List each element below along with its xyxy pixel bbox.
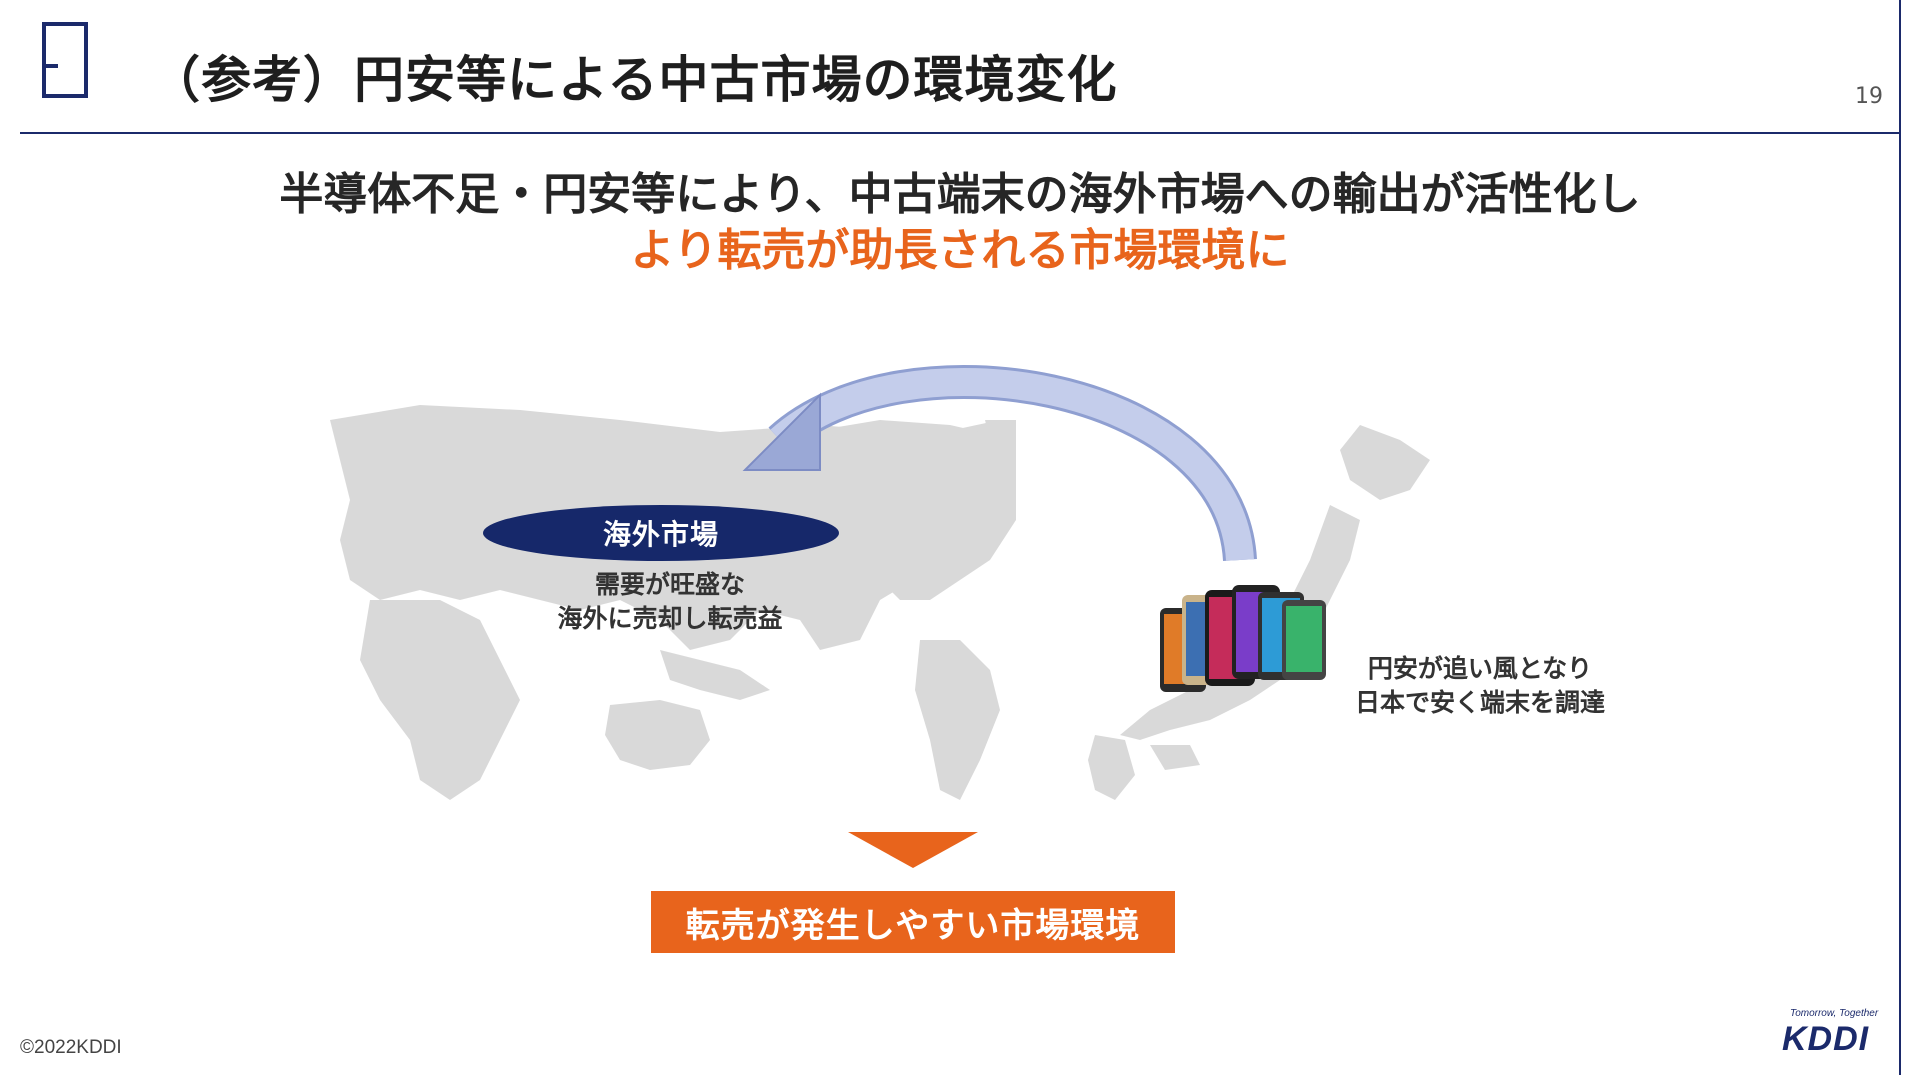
japan-desc-line2: 日本で安く端末を調達: [1354, 688, 1605, 717]
overseas-market-desc-line2: 海外に売却し転売益: [557, 604, 783, 633]
overseas-market-desc-line1: 需要が旺盛な: [594, 570, 745, 599]
result-banner: 転売が発生しやすい市場環境: [651, 891, 1175, 953]
overseas-market-badge: 海外市場: [483, 505, 839, 561]
slide-logo-box: [42, 22, 88, 98]
header-divider: [20, 132, 1900, 134]
result-label: 転売が発生しやすい市場環境: [685, 905, 1141, 946]
right-edge-divider: [1899, 0, 1901, 1075]
africa-shape: [360, 600, 520, 800]
japan-description: 円安が追い風となり 日本で安く端末を調達: [1330, 652, 1630, 720]
smartphone-cluster: [1160, 585, 1326, 692]
brand-logo: KDDI: [1782, 1020, 1870, 1058]
overseas-market-label: 海外市場: [602, 518, 719, 551]
brand-tagline: Tomorrow, Together: [1790, 1008, 1879, 1019]
down-arrow-icon: [848, 832, 978, 868]
australia-shape: [605, 700, 710, 770]
southeast-asia-shape: [660, 650, 770, 700]
kyushu-shape: [1088, 735, 1135, 800]
shikoku-shape: [1150, 745, 1200, 770]
greenland-shape: [985, 420, 1016, 470]
page-title: （参考）円安等による中古市場の環境変化: [150, 51, 1118, 109]
copyright: ©2022KDDI: [20, 1037, 122, 1058]
japan-desc-line1: 円安が追い風となり: [1367, 654, 1593, 683]
headline-line1: 半導体不足・円安等により、中古端末の海外市場への輸出が活性化し: [279, 169, 1641, 220]
south-america-shape: [915, 640, 1000, 800]
page-number: 19: [1855, 84, 1883, 109]
headline-line2: より転売が助長される市場環境に: [630, 225, 1290, 276]
flow-arrow: [742, 365, 1257, 562]
north-america-shape: [820, 420, 1016, 600]
overseas-market-description: 需要が旺盛な 海外に売却し転売益: [520, 568, 820, 636]
hokkaido-shape: [1340, 425, 1430, 500]
